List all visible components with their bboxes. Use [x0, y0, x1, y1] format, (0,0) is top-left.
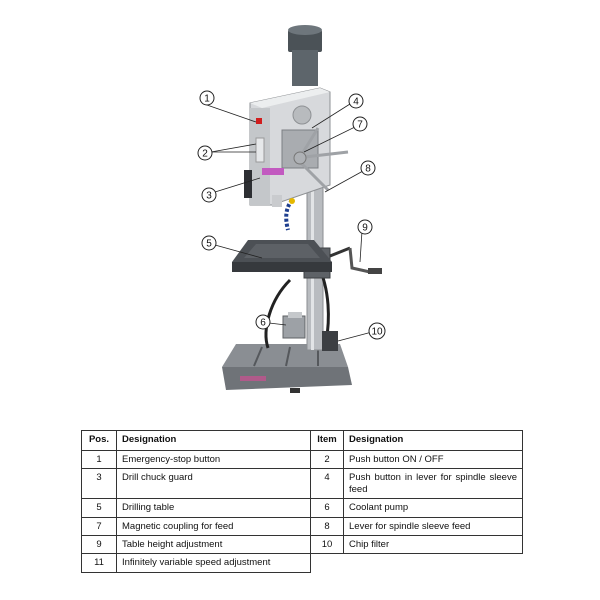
- cell-designation: Infinitely variable speed adjustment: [116, 553, 311, 573]
- table-header-row: Pos. Designation Item Designation: [81, 430, 523, 451]
- chip-filter: [322, 331, 338, 351]
- cell-pos: 1: [81, 449, 117, 470]
- cell-item: 4: [310, 468, 344, 500]
- cell-pos: 9: [81, 534, 117, 555]
- header-pos: Pos.: [81, 430, 117, 451]
- callout-7: 7: [352, 116, 368, 132]
- cell-pos: 7: [81, 516, 117, 536]
- callout-4: 4: [348, 93, 364, 109]
- cell-designation-2: Push button in lever for spindle sleeve …: [343, 468, 523, 500]
- cell-item: 6: [310, 498, 344, 518]
- cell-designation: Emergency-stop button: [116, 449, 311, 470]
- svg-text:4: 4: [353, 97, 359, 108]
- machine-base: [222, 367, 352, 390]
- svg-text:7: 7: [357, 120, 363, 131]
- header-item: Item: [310, 430, 344, 451]
- svg-text:10: 10: [371, 327, 383, 338]
- cell-item: 10: [310, 534, 344, 555]
- drill-press-figure: 1 2 3 4 5 6 7 8: [197, 25, 386, 393]
- header-designation-2: Designation: [343, 430, 523, 451]
- callout-5: 5: [201, 235, 217, 251]
- empty-cell: [311, 554, 523, 572]
- callout-8: 8: [360, 160, 376, 176]
- motor: [288, 30, 322, 52]
- cell-designation: Drilling table: [116, 498, 311, 518]
- drill-press-illustration: 1 2 3 4 5 6 7 8: [197, 25, 386, 393]
- table-row: 7 Magnetic coupling for feed 8 Lever for…: [81, 516, 523, 536]
- cell-pos: 11: [81, 553, 117, 573]
- cell-pos: 3: [81, 468, 117, 500]
- cell-pos: 5: [81, 498, 117, 518]
- svg-text:6: 6: [260, 318, 266, 329]
- callout-6: 6: [255, 314, 271, 330]
- cell-designation: Magnetic coupling for feed: [116, 516, 311, 536]
- cell-item: 8: [310, 516, 344, 536]
- callout-2: 2: [197, 145, 213, 161]
- cell-designation-2: Coolant pump: [343, 498, 523, 518]
- svg-text:5: 5: [206, 239, 212, 250]
- cell-designation-2: Lever for spindle sleeve feed: [343, 516, 523, 536]
- parts-table: Pos. Designation Item Designation 1 Emer…: [81, 430, 523, 573]
- svg-text:2: 2: [202, 149, 208, 160]
- callout-9: 9: [357, 219, 373, 235]
- coolant-pump: [282, 315, 306, 339]
- callout-1: 1: [199, 90, 215, 106]
- svg-text:1: 1: [204, 94, 210, 105]
- svg-text:9: 9: [362, 223, 368, 234]
- cell-item: 2: [310, 449, 344, 470]
- callout-10: 10: [368, 322, 386, 340]
- svg-text:8: 8: [365, 164, 371, 175]
- svg-text:3: 3: [206, 191, 212, 202]
- cell-designation: Table height adjustment: [116, 534, 311, 555]
- callout-3: 3: [201, 187, 217, 203]
- table-row: 5 Drilling table 6 Coolant pump: [81, 498, 523, 518]
- table-row: 11 Infinitely variable speed adjustment: [81, 553, 523, 573]
- cell-designation: Drill chuck guard: [116, 468, 311, 500]
- table-row: 3 Drill chuck guard 4 Push button in lev…: [81, 468, 523, 500]
- cell-designation-2: Push button ON / OFF: [343, 449, 523, 470]
- cell-designation-2: Chip filter: [343, 534, 523, 555]
- header-designation: Designation: [116, 430, 311, 451]
- table-row: 1 Emergency-stop button 2 Push button ON…: [81, 449, 523, 470]
- table-row: 9 Table height adjustment 10 Chip filter: [81, 534, 523, 555]
